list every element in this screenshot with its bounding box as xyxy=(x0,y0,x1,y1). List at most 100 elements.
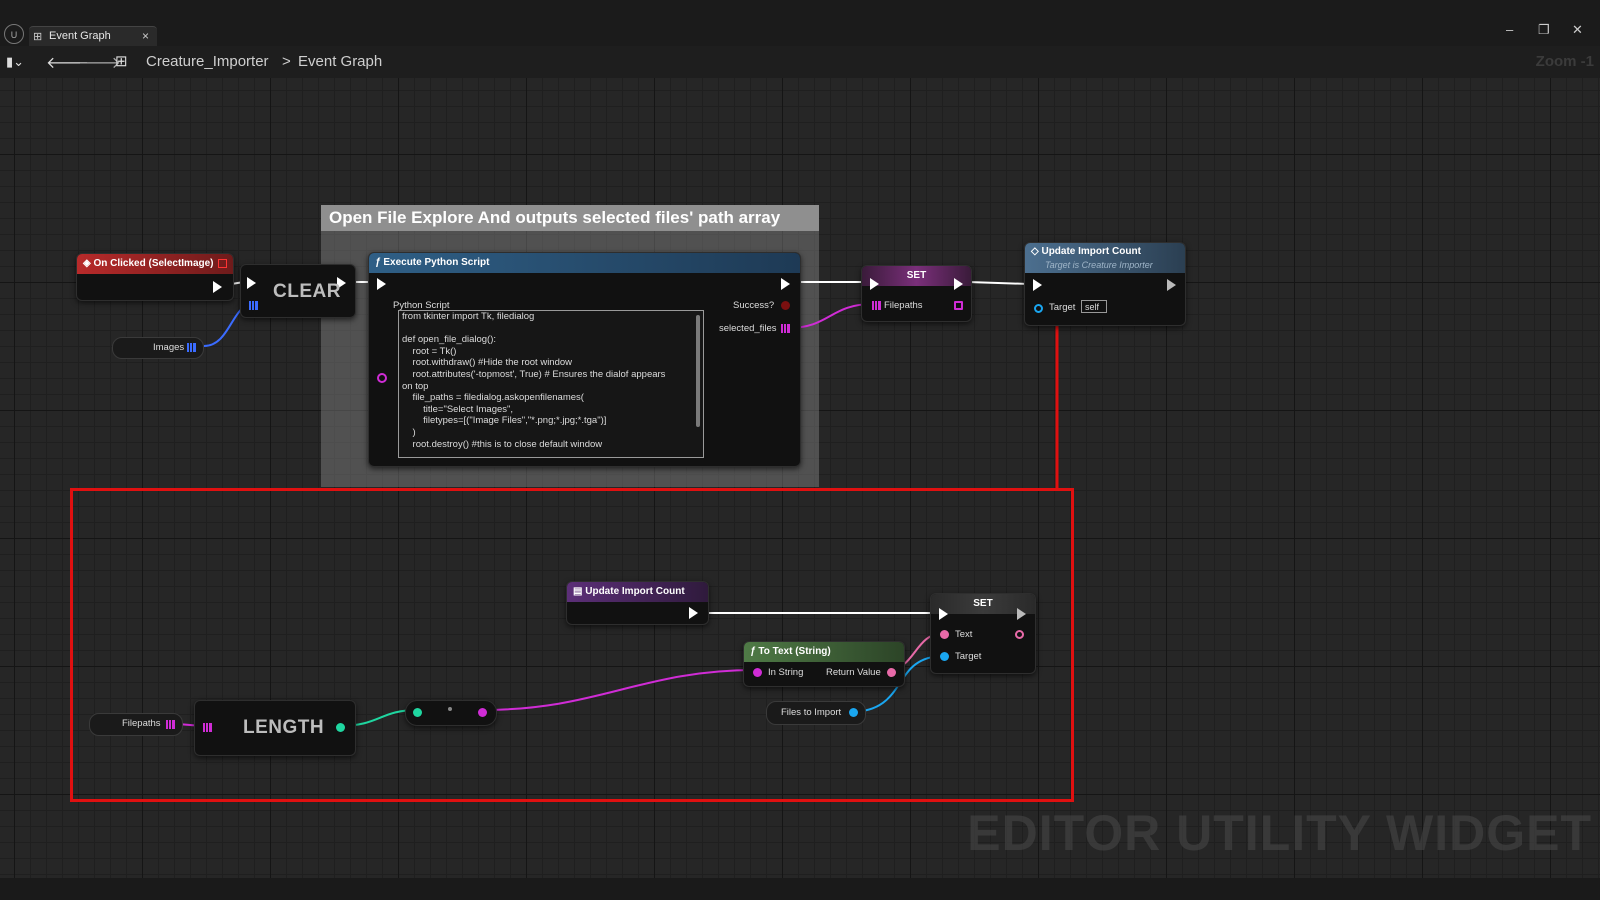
script-line: ) xyxy=(402,426,416,438)
script-line: filetypes=[("Image Files","*.png;*.jpg;*… xyxy=(402,415,607,427)
zoom-label: Zoom -1 xyxy=(1535,53,1594,70)
text-in-pin[interactable] xyxy=(940,630,949,639)
exec-in-pin[interactable] xyxy=(377,278,386,290)
back-arrow-icon[interactable]: 🡐 xyxy=(46,55,89,72)
exec-out-pin[interactable] xyxy=(1017,608,1026,620)
set-filepaths-node[interactable]: SET Filepaths xyxy=(861,265,972,322)
tab-event-graph[interactable]: ⊞ Event Graph × xyxy=(29,26,157,47)
filepaths-in-pin[interactable] xyxy=(872,301,881,310)
exec-out-pin[interactable] xyxy=(1167,279,1176,291)
close-window-button[interactable]: ✕ xyxy=(1572,22,1583,37)
script-line: root = Tk() xyxy=(402,345,457,357)
filepaths-variable-node[interactable]: Filepaths xyxy=(89,713,183,736)
to-text-string-node[interactable]: ƒ To Text (String) In String Return Valu… xyxy=(743,641,905,687)
script-pin-label: Python Script xyxy=(393,300,450,311)
clear-array-node[interactable]: CLEAR xyxy=(240,264,356,318)
int-to-string-conversion-node[interactable] xyxy=(405,700,497,726)
set-text-node[interactable]: SET Text Target xyxy=(930,593,1036,674)
exec-in-pin[interactable] xyxy=(1033,279,1042,291)
filepaths-label: Filepaths xyxy=(122,718,161,729)
node-title: Update Import Count xyxy=(1041,246,1141,257)
clear-label: CLEAR xyxy=(273,281,341,302)
node-header: ◇ Update Import Count Target is Creature… xyxy=(1025,243,1185,273)
script-line xyxy=(399,323,703,335)
success-label: Success? xyxy=(733,300,775,311)
script-scrollbar[interactable] xyxy=(696,315,700,427)
node-title: Update Import Count xyxy=(585,586,685,597)
length-label: LENGTH xyxy=(243,717,325,738)
exec-in-pin[interactable] xyxy=(870,278,879,290)
unreal-logo-icon[interactable]: U xyxy=(4,24,24,44)
string-out-pin[interactable] xyxy=(478,708,487,717)
array-length-node[interactable]: LENGTH xyxy=(194,700,356,756)
event-graph-icon: ▤ xyxy=(573,586,586,597)
script-line: title="Select Images", xyxy=(402,403,514,415)
text-pin-label: Text xyxy=(955,629,973,640)
script-line: root.attributes('-topmost', True) # Ensu… xyxy=(402,368,666,380)
update-import-count-call-node[interactable]: ◇ Update Import Count Target is Creature… xyxy=(1024,242,1186,326)
selected-files-out-pin[interactable] xyxy=(781,324,790,333)
node-header: ▤ Update Import Count xyxy=(567,582,708,602)
minimize-button[interactable]: – xyxy=(1506,22,1514,37)
return-value-pin[interactable] xyxy=(887,668,896,677)
execute-python-script-node[interactable]: ƒ Execute Python Script Python Script Su… xyxy=(368,252,801,467)
target-self-field[interactable]: self xyxy=(1081,300,1107,313)
images-label: Images xyxy=(153,342,185,353)
node-header: SET xyxy=(862,266,971,286)
on-clicked-event-node[interactable]: ◈ On Clicked (SelectImage) xyxy=(76,253,234,301)
title-bar: U ⊞ Event Graph × – ❐ ✕ xyxy=(0,0,1600,47)
editor-utility-widget-watermark: EDITOR UTILITY WIDGET xyxy=(967,805,1592,861)
python-script-editor[interactable]: from tkinter import Tk, filedialog def o… xyxy=(398,310,704,458)
breadcrumb-current[interactable]: Event Graph xyxy=(298,53,383,70)
tab-label: Event Graph xyxy=(49,30,111,42)
object-out-pin[interactable] xyxy=(849,708,858,717)
tab-close-icon[interactable]: × xyxy=(141,29,149,43)
exec-out-pin[interactable] xyxy=(954,278,963,290)
graph-type-icon: ⊞ xyxy=(115,53,128,70)
script-text: from tkinter import Tk, filedialog def o… xyxy=(399,311,703,450)
graph-toolbar: ▮⌄ 🡐 🡒 ⊞ Creature_Importer > Event Graph… xyxy=(0,46,1600,78)
exec-in-pin[interactable] xyxy=(247,277,256,289)
script-line: def open_file_dialog(): xyxy=(402,334,497,346)
target-in-pin[interactable] xyxy=(940,652,949,661)
files-to-import-variable-node[interactable]: Files to Import xyxy=(766,701,866,725)
filepaths-out-pin[interactable] xyxy=(954,301,963,310)
node-header: ƒ Execute Python Script xyxy=(369,253,800,273)
array-out-pin[interactable] xyxy=(187,343,196,352)
array-in-pin[interactable] xyxy=(249,301,258,310)
length-out-pin[interactable] xyxy=(336,723,345,732)
update-import-count-event-node[interactable]: ▤ Update Import Count xyxy=(566,581,709,625)
node-title: Execute Python Script xyxy=(383,257,490,268)
int-in-pin[interactable] xyxy=(413,708,422,717)
node-header: ƒ To Text (String) xyxy=(744,642,904,662)
node-title: To Text (String) xyxy=(758,646,831,657)
target-label: Target xyxy=(1049,302,1076,313)
exec-out-pin[interactable] xyxy=(213,281,222,293)
array-in-pin[interactable] xyxy=(203,723,212,732)
exec-in-pin[interactable] xyxy=(939,608,948,620)
bookmark-icon[interactable]: ▮⌄ xyxy=(6,54,25,69)
breadcrumb-root[interactable]: Creature_Importer xyxy=(146,53,269,70)
script-in-pin[interactable] xyxy=(377,373,387,383)
node-subtitle: Target is Creature Importer xyxy=(1045,260,1153,270)
array-out-pin[interactable] xyxy=(166,720,175,729)
selected-files-label: selected_files xyxy=(719,323,777,334)
forward-arrow-icon[interactable]: 🡒 xyxy=(78,55,121,72)
breadcrumb-separator: > xyxy=(282,53,291,70)
text-out-pin[interactable] xyxy=(1015,630,1024,639)
restore-button[interactable]: ❐ xyxy=(1538,22,1550,37)
status-bar xyxy=(0,878,1600,900)
graph-icon: ⊞ xyxy=(33,31,43,43)
filepaths-pin-label: Filepaths xyxy=(884,300,923,311)
exec-out-pin[interactable] xyxy=(781,278,790,290)
images-variable-node[interactable]: Images xyxy=(112,337,204,359)
target-in-pin[interactable] xyxy=(1034,304,1043,313)
exec-out-pin[interactable] xyxy=(689,607,698,619)
target-pin-label: Target xyxy=(955,651,982,662)
in-string-pin[interactable] xyxy=(753,668,762,677)
success-out-pin[interactable] xyxy=(781,301,790,310)
exec-out-pin[interactable] xyxy=(337,277,346,289)
script-line: on top xyxy=(402,380,429,392)
function-icon: ƒ xyxy=(375,257,384,268)
node-title: On Clicked (SelectImage) xyxy=(93,258,214,269)
